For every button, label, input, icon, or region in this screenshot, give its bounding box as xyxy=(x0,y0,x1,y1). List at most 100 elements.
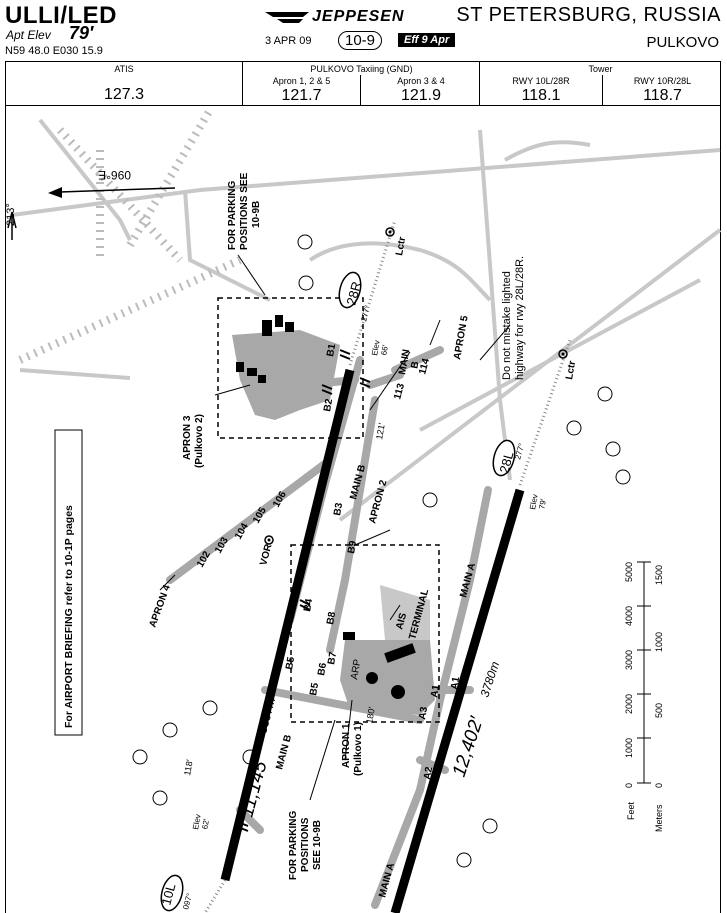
obstacle-dot xyxy=(391,685,405,699)
tower-frequency-2: 118.7 xyxy=(643,87,682,104)
taxiway-label-b7: B7 xyxy=(326,651,339,666)
leader-main-b xyxy=(369,351,411,411)
taxiway-label-b5-b: B5 xyxy=(308,682,321,697)
heading-arrow-head xyxy=(48,187,62,198)
obstacle-118: 118′ xyxy=(182,759,195,777)
fence-4 xyxy=(126,107,214,248)
atis-cell: ATIS 127.3 xyxy=(6,62,242,105)
main-a-lower-label: MAIN A xyxy=(377,862,397,899)
terminal-building xyxy=(384,643,416,663)
taxiway-label-b4: B4 xyxy=(302,598,315,613)
variation-arrow-head xyxy=(7,211,17,229)
building xyxy=(258,375,266,383)
tree-icon xyxy=(456,852,472,868)
lctr-icon-dot xyxy=(561,352,565,356)
leader-apron5 xyxy=(429,319,441,346)
fence-2 xyxy=(57,127,183,263)
rwy-28l-marker: 28L 277° xyxy=(492,439,526,477)
taxi-label: PULKOVO Taxiing (GND) xyxy=(310,64,413,74)
parking-note-bottom: FOR PARKING POSITIONS SEE 10-9B xyxy=(288,808,323,880)
apron1-label: APRON 1 (Pulkovo 1) xyxy=(341,721,364,776)
airport-ident: ULLI/LED xyxy=(5,2,117,29)
taxiway-label-a2: A2 xyxy=(422,766,435,781)
scale-ft-4000: 4000 xyxy=(624,606,634,626)
arp-label: ARP xyxy=(349,658,363,680)
runway-10l-28r xyxy=(220,368,355,882)
road-loop xyxy=(308,241,492,302)
taxi-sub-cell-2: Apron 3 & 4 121.9 xyxy=(360,75,481,106)
apron1-area xyxy=(340,640,435,715)
taxiway-label-a1-b: A1 xyxy=(449,676,462,691)
ais-building xyxy=(343,632,355,640)
rwy-28r-heading: 277° xyxy=(359,304,372,322)
main-b-lower-label: MAIN B xyxy=(274,734,294,771)
bar-b1 xyxy=(339,349,351,360)
map-labels: 213° 096°E FOR PARKING POSITIONS SEE 10-… xyxy=(5,168,664,912)
tree-icons xyxy=(132,234,631,868)
scale-ft-0: 0 xyxy=(624,783,634,788)
runway-right-length-m: 3780m xyxy=(478,660,503,699)
ais-label: AIS xyxy=(394,612,409,631)
taxiway-apron5 xyxy=(391,346,444,374)
heading-label: 096°E xyxy=(98,168,131,182)
approach-lights-10l xyxy=(203,879,227,913)
taxiway-label-b2: B2 xyxy=(322,398,335,413)
leader-apron3 xyxy=(214,384,251,396)
map-frame xyxy=(5,106,721,913)
taxiway-label-b6: B6 xyxy=(316,662,329,677)
taxiway-label-b9: B9 xyxy=(346,540,359,555)
taxi-sub-label-2: Apron 3 & 4 xyxy=(397,76,445,86)
scale-ticks xyxy=(637,561,651,784)
leader-apron1 xyxy=(344,699,353,761)
taxiway-114: 114 xyxy=(417,357,432,376)
leader-parking-bottom xyxy=(309,719,336,801)
rwy-28r-label: 28R xyxy=(343,280,364,307)
leader-highway xyxy=(479,324,511,361)
terminal-area xyxy=(380,585,430,640)
scale-m-1500: 1500 xyxy=(654,565,664,585)
lctr-icon xyxy=(558,349,568,359)
scale-ft-1000: 1000 xyxy=(624,738,634,758)
brand-name: JEPPESEN xyxy=(312,8,405,25)
taxi-frequency-1: 121.7 xyxy=(281,87,322,104)
tree-icon xyxy=(242,749,258,765)
road-diagonal-2 xyxy=(419,278,701,432)
elev-10l: Elev 62′ xyxy=(191,811,212,832)
rwy-10l-heading: 097° xyxy=(181,892,194,910)
apron3-inset-box xyxy=(217,297,364,439)
tower-cell: Tower RWY 10L/28R 118.1 RWY 10R/28L 118.… xyxy=(479,62,721,106)
briefing-note: For AIRPORT BRIEFING refer to 10-1P page… xyxy=(63,505,75,728)
apron5-label: APRON 5 xyxy=(452,314,471,360)
rwy-10l-oval xyxy=(160,874,184,912)
taxiway-label-b1: B1 xyxy=(325,343,338,358)
taxiway-label-b3: B3 xyxy=(332,502,345,517)
elevation-label: Apt Elev xyxy=(6,28,51,42)
taxiway-label-a3: A3 xyxy=(417,706,430,721)
leader-apron4 xyxy=(159,574,176,591)
scale-m-1000: 1000 xyxy=(654,632,664,652)
leader-apron2 xyxy=(354,529,391,546)
lctr-icon xyxy=(385,227,395,237)
scale-bar xyxy=(637,561,651,784)
road-top xyxy=(11,148,721,217)
scale-feet-label: Feet xyxy=(626,801,636,820)
building xyxy=(262,320,272,336)
heading-arrow-line xyxy=(59,187,176,193)
leader-parking-top xyxy=(237,254,266,296)
obstacle-180: 180′ xyxy=(364,706,377,724)
navaid-symbols xyxy=(264,227,568,545)
tower-sub-label-1: RWY 10L/28R xyxy=(512,76,570,86)
tree-icon xyxy=(162,722,178,738)
fences xyxy=(18,107,242,364)
rwy-28l-label: 28L xyxy=(496,450,516,475)
taxiway-labels: B1 B2 B3 B4 B5 B5 B6 B7 B8 B9 A1 A1 A2 A… xyxy=(284,343,462,781)
vor-label: VOR xyxy=(258,542,274,567)
bar-10l xyxy=(237,821,249,832)
runway-left-length-ft: 11,145′ xyxy=(237,754,273,819)
taxiway-113: 113 xyxy=(392,382,407,401)
building xyxy=(236,362,244,372)
taxi-sub-cell-1: Apron 1, 2 & 5 121.7 xyxy=(243,75,360,106)
taxi-frequency-2: 121.9 xyxy=(400,87,442,104)
road-west xyxy=(19,368,131,380)
taxiway-apron4 xyxy=(166,456,334,584)
